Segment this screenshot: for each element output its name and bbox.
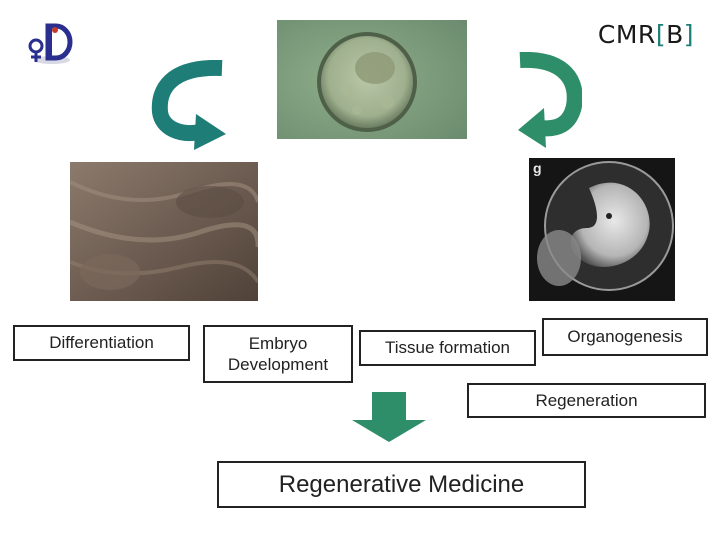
embryo-development-box: Embryo Development: [203, 325, 353, 383]
tissue-formation-label: Tissue formation: [384, 338, 511, 358]
left-curved-arrow: [150, 59, 230, 152]
organogenesis-label: Organogenesis: [567, 327, 683, 347]
embryo-development-label: Embryo Development: [227, 333, 329, 374]
right-curved-arrow: [518, 51, 583, 152]
institution-logo: [22, 20, 74, 66]
embryo-panel-label: g: [533, 160, 542, 176]
embryo-photo: [529, 158, 675, 301]
tissue-formation-box: Tissue formation: [359, 330, 536, 366]
tissue-culture-micrograph: [70, 162, 258, 301]
regenerative-medicine-box: Regenerative Medicine: [217, 461, 586, 508]
differentiation-label: Differentiation: [49, 333, 154, 353]
brand-title: CMR[B]: [597, 20, 694, 49]
regenerative-medicine-label: Regenerative Medicine: [278, 470, 525, 498]
differentiation-box: Differentiation: [13, 325, 190, 361]
regeneration-box: Regeneration: [467, 383, 706, 418]
organogenesis-box: Organogenesis: [542, 318, 708, 356]
regeneration-label: Regeneration: [535, 390, 638, 410]
blastocyst-micrograph: [277, 20, 467, 139]
down-arrow: [352, 392, 426, 442]
